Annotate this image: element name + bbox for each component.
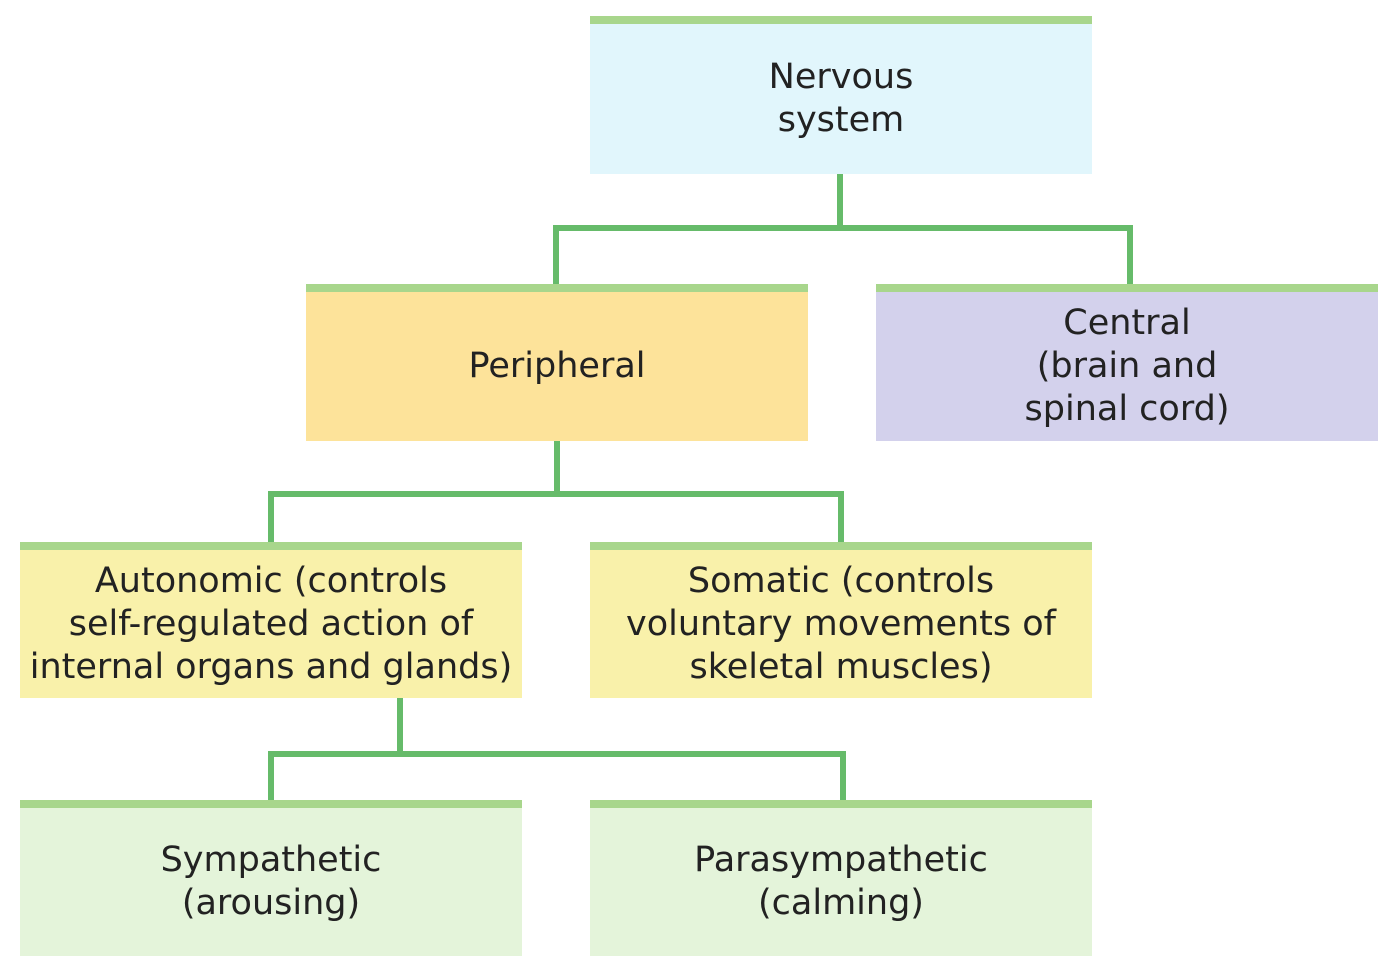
node-parasympathetic: Parasympathetic (calming) xyxy=(590,800,1092,956)
node-peripheral: Peripheral xyxy=(306,284,808,441)
connector-autonomic-to-branches xyxy=(268,751,846,802)
node-somatic: Somatic (controls voluntary movements of… xyxy=(590,542,1092,698)
node-nervous-system: Nervous system xyxy=(590,16,1092,174)
connector-nervous-to-branches xyxy=(553,225,1133,286)
node-central: Central (brain and spinal cord) xyxy=(876,284,1378,441)
connector-peripheral-to-branches xyxy=(268,491,844,544)
node-sympathetic: Sympathetic (arousing) xyxy=(20,800,522,956)
node-autonomic: Autonomic (controls self-regulated actio… xyxy=(20,542,522,698)
